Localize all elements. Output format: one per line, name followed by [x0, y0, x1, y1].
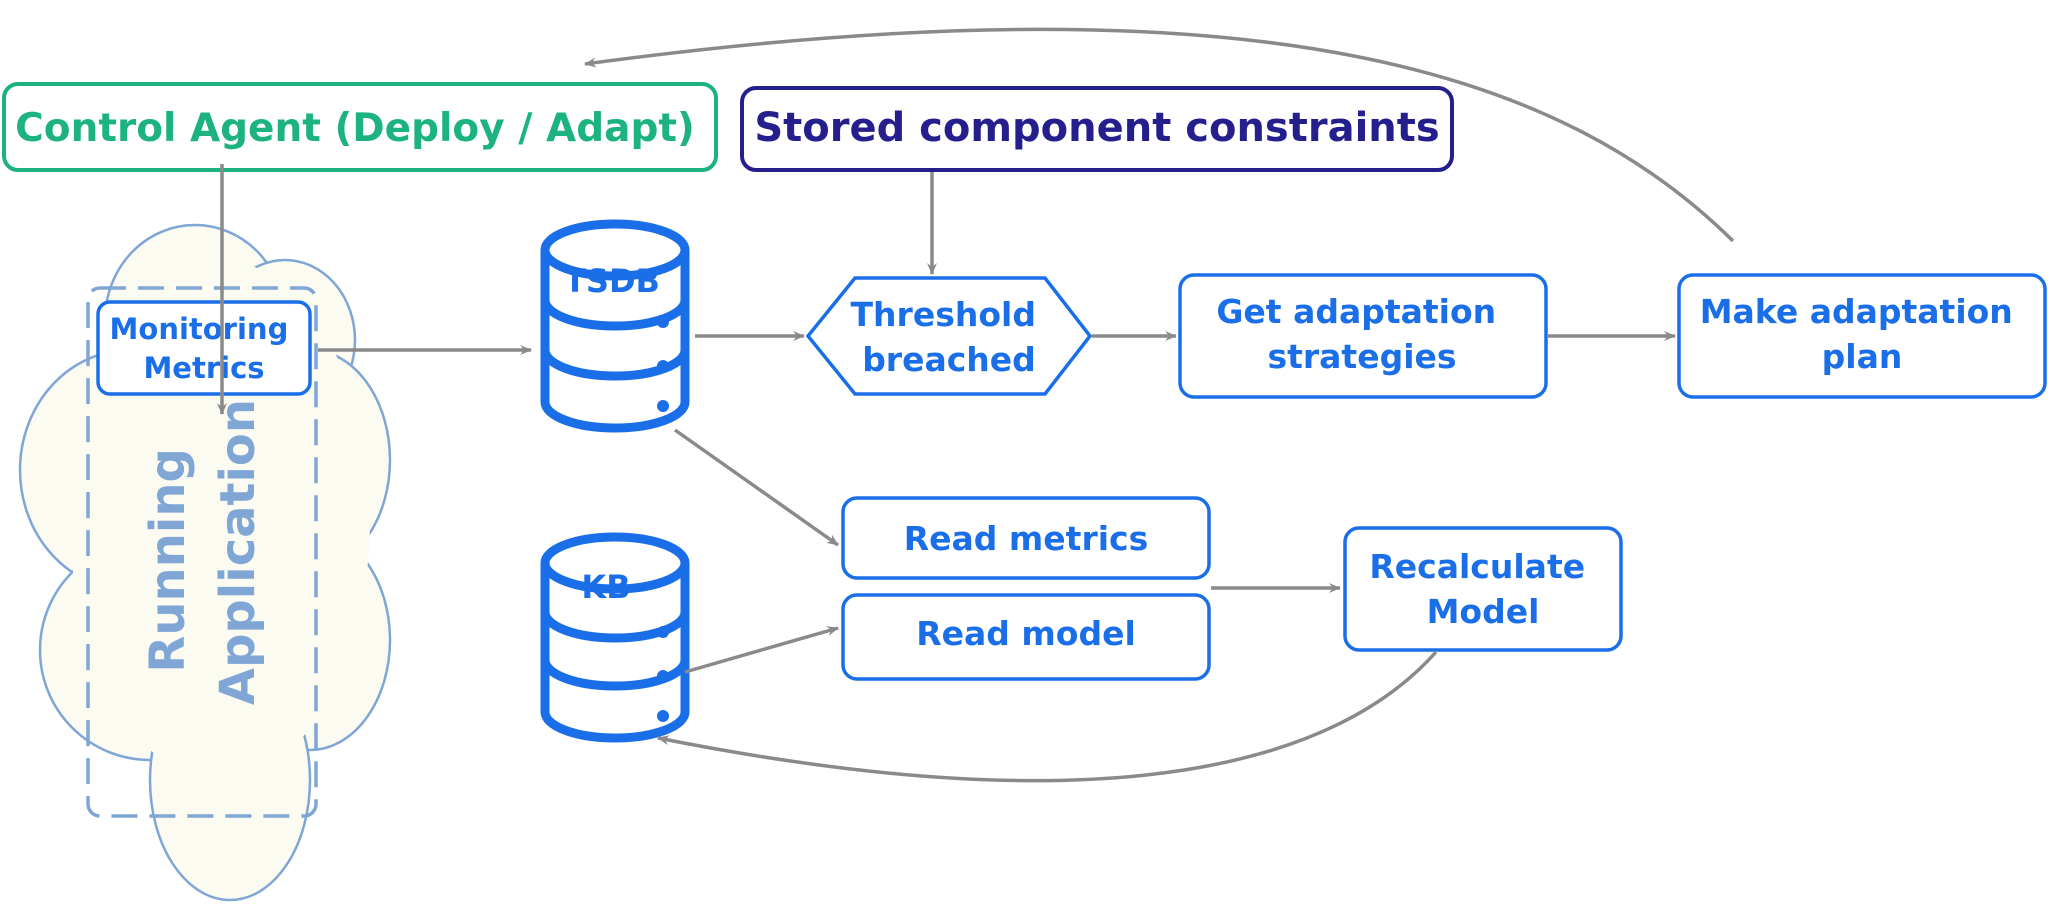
make-adaptation-plan-label: Make adaptation plan: [1700, 292, 2025, 376]
threshold-breached-label: Threshold breached: [851, 295, 1048, 379]
svg-text:Running Application: Running Application: [140, 399, 266, 705]
stored-constraints-box: [740, 86, 1454, 172]
read-model-box: [841, 593, 1211, 681]
recalculate-model-label: Recalculate Model: [1369, 547, 1596, 631]
read-model-label: Read model: [916, 614, 1136, 653]
tsdb-label: TSDB: [564, 262, 660, 300]
monitoring-metrics-box: [96, 300, 312, 396]
control-agent-box: [2, 82, 718, 172]
arrow-recalculate-to-kb: [657, 650, 1438, 783]
arrow-tsdb-to-read-metrics: [673, 428, 840, 547]
recalculate-model-box: [1343, 526, 1623, 652]
read-metrics-label: Read metrics: [904, 519, 1149, 558]
running-application-box: [86, 286, 318, 818]
get-adaptation-strategies-box: [1178, 273, 1548, 399]
kb-database-icon: [540, 532, 690, 743]
tsdb-database-icon: [540, 219, 690, 433]
stored-constraints-label: Stored component constraints: [754, 105, 1439, 151]
control-agent-label: Control Agent (Deploy / Adapt): [15, 106, 695, 151]
running-application-label: Running Application: [140, 399, 266, 705]
make-adaptation-plan-box: [1677, 273, 2047, 399]
read-metrics-box: [841, 496, 1211, 580]
threshold-breached-hexagon: [805, 276, 1093, 396]
arrow-kb-to-read-model: [684, 626, 839, 674]
tsdb-indicator-dots: [657, 316, 669, 412]
kb-indicator-dots: [657, 626, 669, 722]
arrow-plan-to-control-agent: [584, 27, 1735, 243]
kb-label: KB: [581, 568, 630, 606]
monitoring-metrics-label: Monitoring Metrics: [110, 312, 299, 385]
get-adaptation-strategies-label: Get adaptation strategies: [1216, 292, 1507, 376]
